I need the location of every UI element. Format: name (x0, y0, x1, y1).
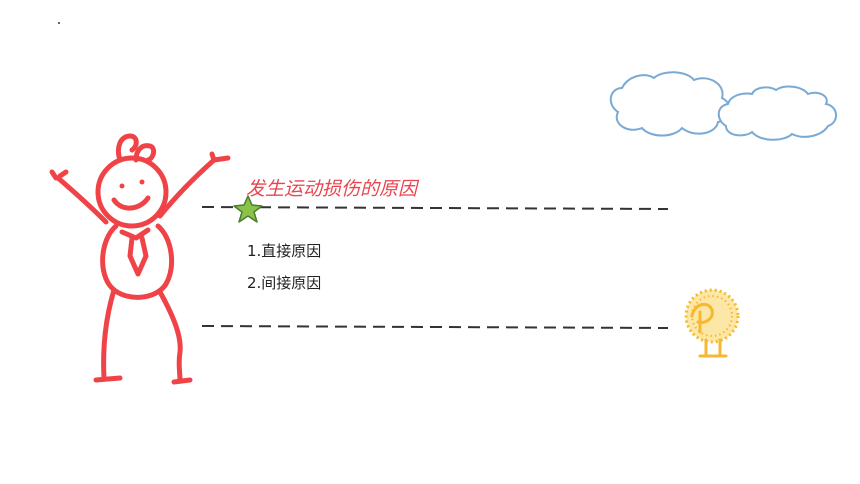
list-item-indirect-cause: 2.间接原因 (247, 274, 322, 292)
stick-figure-icon (49, 133, 231, 385)
chick-icon (684, 288, 740, 358)
top-dashed-line (201, 206, 669, 210)
cloud-icon (609, 71, 731, 137)
list-item-direct-cause: 1.直接原因 (247, 242, 322, 260)
slide-title: 发生运动损伤的原因 (246, 178, 418, 200)
star-icon (233, 195, 263, 223)
decorative-dot (58, 22, 60, 24)
cloud-icon (717, 85, 837, 141)
bottom-dashed-line (201, 325, 669, 329)
